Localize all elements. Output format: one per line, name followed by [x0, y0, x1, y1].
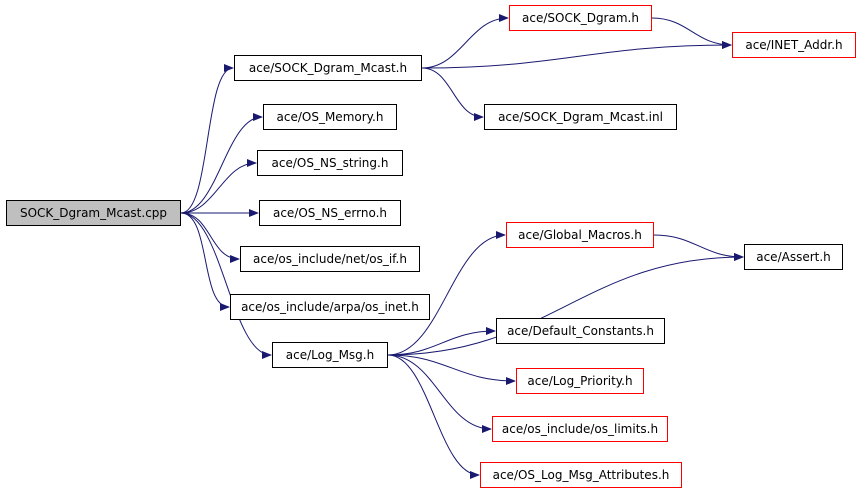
edge-log_msg-to-global_macros	[387, 231, 506, 356]
edge-log_msg-to-log_priority	[387, 354, 516, 385]
node-sock-dgram-mcast-inl[interactable]: ace/SOCK_Dgram_Mcast.inl	[484, 104, 677, 130]
node-sock-dgram-mcast-h[interactable]: ace/SOCK_Dgram_Mcast.h	[234, 55, 422, 81]
edge-mcast_h-to-mcast_inl	[421, 67, 484, 121]
node-os-memory-h[interactable]: ace/OS_Memory.h	[263, 104, 397, 130]
edge-root-to-os_ns_string	[180, 159, 257, 214]
node-os-inet-h[interactable]: ace/os_include/arpa/os_inet.h	[230, 294, 430, 320]
edge-sock_dgram-to-inet_addr	[651, 17, 732, 49]
node-os-limits-h[interactable]: ace/os_include/os_limits.h	[492, 416, 668, 442]
edge-log_msg-to-os_limits	[387, 354, 492, 433]
node-os-if-h[interactable]: ace/os_include/net/os_if.h	[240, 246, 420, 272]
edge-log_msg-to-assert	[387, 253, 744, 356]
node-default-constants-h[interactable]: ace/Default_Constants.h	[496, 318, 665, 344]
edge-root-to-mcast_h	[180, 64, 234, 214]
node-global-macros-h[interactable]: ace/Global_Macros.h	[506, 222, 654, 248]
edge-global_macros-to-assert	[653, 234, 744, 261]
node-assert-h[interactable]: ace/Assert.h	[744, 244, 843, 270]
node-os-ns-string-h[interactable]: ace/OS_NS_string.h	[257, 150, 403, 176]
edge-log_msg-to-log_msg_attr	[387, 354, 480, 479]
edge-root-to-log_msg	[180, 212, 272, 359]
node-log-priority-h[interactable]: ace/Log_Priority.h	[516, 368, 644, 394]
edge-mcast_h-to-inet_addr	[421, 41, 732, 69]
edge-root-to-os_memory	[180, 113, 263, 214]
edge-log_msg-to-default_constants	[387, 327, 496, 356]
edge-root-to-os_if	[180, 212, 240, 263]
edge-mcast_h-to-sock_dgram	[421, 14, 509, 69]
node-os-log-msg-attributes-h[interactable]: ace/OS_Log_Msg_Attributes.h	[480, 462, 682, 488]
node-inet-addr-h[interactable]: ace/INET_Addr.h	[732, 32, 856, 58]
node-os-ns-errno-h[interactable]: ace/OS_NS_errno.h	[259, 200, 401, 226]
edge-root-to-os_inet	[180, 212, 230, 311]
node-log-msg-h[interactable]: ace/Log_Msg.h	[272, 342, 388, 368]
node-sock-dgram-h[interactable]: ace/SOCK_Dgram.h	[509, 5, 652, 31]
node-sock-dgram-mcast-cpp: SOCK_Dgram_Mcast.cpp	[6, 200, 181, 226]
